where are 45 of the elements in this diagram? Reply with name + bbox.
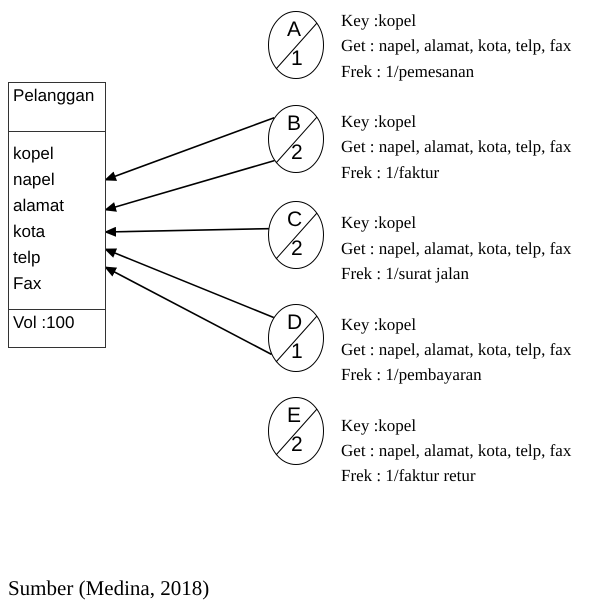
access-number: 2 bbox=[291, 434, 303, 456]
note-text: Key :kopel bbox=[341, 414, 418, 437]
access-circle bbox=[268, 397, 324, 465]
access-number: 2 bbox=[291, 142, 303, 164]
note-text: Frek : 1/faktur bbox=[341, 162, 440, 184]
entity-name: Pelanggan bbox=[12, 85, 94, 107]
note-text: Key :kopel bbox=[341, 111, 418, 134]
note-text: Key :kopel bbox=[341, 314, 418, 336]
entity-box bbox=[8, 82, 106, 348]
access-number: 2 bbox=[291, 238, 303, 260]
attribute-text: Fax bbox=[12, 273, 42, 295]
note-text: Key :kopel bbox=[341, 212, 418, 234]
access-letter: D bbox=[287, 312, 302, 334]
access-circle bbox=[268, 201, 324, 269]
note-text: Frek : 1/surat jalan bbox=[341, 262, 470, 285]
note-text: Frek : 1/faktur retur bbox=[341, 465, 477, 488]
access-letter: C bbox=[287, 209, 302, 231]
arrow bbox=[104, 226, 268, 237]
arrow bbox=[104, 117, 274, 181]
attribute-text: kota bbox=[12, 221, 46, 243]
arrow bbox=[104, 266, 272, 356]
arrow bbox=[104, 160, 275, 212]
access-letter: A bbox=[287, 19, 302, 41]
note-text: Get : napel, alamat, kota, telp, fax bbox=[341, 440, 572, 462]
access-circle bbox=[268, 11, 324, 79]
attribute-text: telp bbox=[12, 247, 40, 269]
note-text: Get : napel, alamat, kota, telp, fax bbox=[341, 136, 572, 158]
access-letter: E bbox=[287, 405, 302, 427]
access-circle bbox=[268, 105, 324, 173]
attribute-text: alamat bbox=[12, 195, 64, 217]
note-text: Get : napel, alamat, kota, telp, fax bbox=[341, 35, 572, 58]
access-circle bbox=[268, 304, 324, 372]
arrow bbox=[104, 248, 274, 318]
volume-text: Vol :100 bbox=[12, 312, 74, 334]
attribute-text: napel bbox=[12, 169, 55, 191]
note-text: Frek : 1/pembayaran bbox=[341, 364, 483, 386]
attribute-text: kopel bbox=[12, 143, 54, 165]
caption: Sumber (Medina, 2018) bbox=[8, 576, 210, 601]
note-text: Key :kopel bbox=[341, 10, 418, 32]
note-text: Frek : 1/pemesanan bbox=[341, 60, 476, 83]
note-text: Get : napel, alamat, kota, telp, fax bbox=[341, 338, 572, 361]
access-letter: B bbox=[287, 113, 302, 135]
access-number: 1 bbox=[291, 341, 303, 363]
access-number: 1 bbox=[291, 48, 303, 70]
note-text: Get : napel, alamat, kota, telp, fax bbox=[341, 238, 572, 260]
